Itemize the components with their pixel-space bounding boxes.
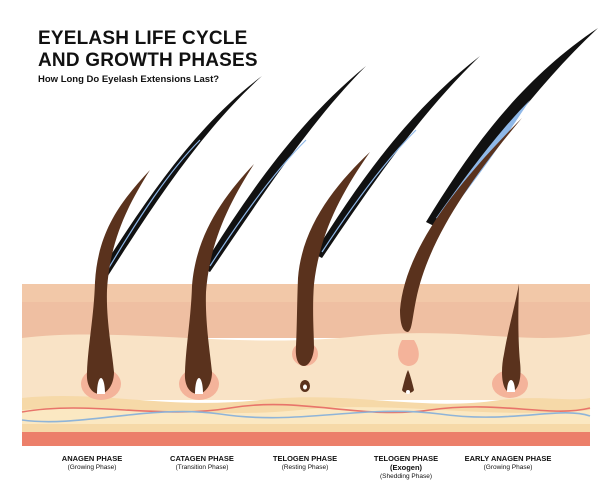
phase-name-secondary: (Exogen)	[389, 463, 423, 472]
phase-subtitle: (Transition Phase)	[175, 464, 229, 471]
nerve-blue	[21, 410, 591, 423]
phase-name: ANAGEN PHASE	[61, 454, 123, 463]
papilla-early-anagen	[507, 380, 515, 392]
lash-highlight-anagen	[103, 139, 201, 277]
skin-cross-section	[21, 284, 591, 446]
follicle-exogen	[398, 28, 598, 394]
lash-highlight-telogen	[321, 129, 417, 253]
new-hair-germ-exogen	[402, 370, 414, 393]
phase-name: TELOGEN PHASE	[272, 454, 338, 463]
follicle-anagen	[81, 76, 262, 400]
phase-label-anagen: ANAGEN PHASE (Growing Phase)	[32, 454, 152, 472]
phase-name: EARLY ANAGEN PHASE	[464, 454, 552, 463]
phase-subtitle: (Growing Phase)	[483, 464, 533, 471]
lash-anagen	[96, 76, 262, 282]
hair-shedding-exogen	[400, 118, 522, 332]
papilla-catagen	[195, 378, 203, 394]
phase-subtitle: (Growing Phase)	[67, 464, 117, 471]
dermis-layer	[22, 333, 590, 400]
papilla-anagen	[97, 378, 105, 394]
bulb-sheath-exogen	[398, 340, 419, 366]
hair-root-telogen	[295, 152, 370, 366]
phase-label-catagen: CATAGEN PHASE (Transition Phase)	[142, 454, 262, 472]
dermal-papilla-core	[303, 384, 307, 390]
title-line-2: AND GROWTH PHASES	[38, 50, 258, 71]
lash-catagen	[202, 66, 366, 272]
follicle-early-anagen	[492, 284, 528, 398]
phase-name: TELOGEN PHASE	[373, 454, 439, 463]
phase-name: CATAGEN PHASE	[170, 454, 234, 463]
hair-root-catagen	[184, 164, 254, 394]
lash-telogen	[314, 56, 480, 258]
title-line-1: EYELASH LIFE CYCLE	[38, 28, 248, 49]
page-subtitle: How Long Do Eyelash Extensions Last?	[38, 74, 220, 85]
base-layer	[22, 432, 590, 446]
hair-new-early-anagen	[502, 284, 521, 392]
phase-subtitle: (Resting Phase)	[281, 464, 329, 471]
nerve-red	[21, 403, 591, 414]
follicle-telogen	[292, 56, 480, 392]
phase-label-telogen: TELOGEN PHASE (Resting Phase)	[245, 454, 365, 472]
new-papilla-exogen	[406, 390, 410, 394]
phase-label-early-anagen: EARLY ANAGEN PHASE (Growing Phase)	[448, 454, 568, 472]
page-title: EYELASH LIFE CYCLE AND GROWTH PHASES	[38, 28, 258, 72]
hair-root-anagen	[86, 170, 150, 394]
phase-subtitle: (Shedding Phase)	[379, 473, 433, 480]
lash-highlight-catagen	[209, 139, 307, 267]
phase-label-exogen: TELOGEN PHASE (Exogen) (Shedding Phase)	[346, 454, 466, 481]
follicle-catagen	[179, 66, 366, 400]
